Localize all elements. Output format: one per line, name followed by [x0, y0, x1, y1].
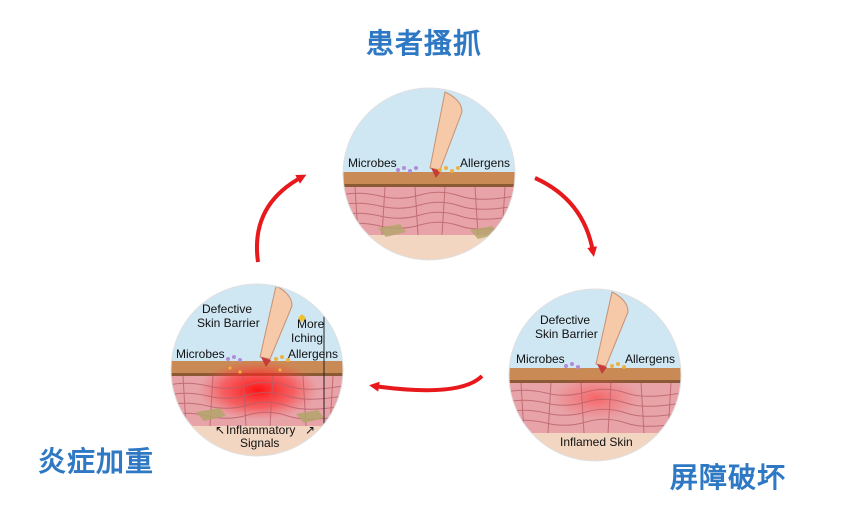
- label-inflammatory-signals-2: Signals: [240, 436, 279, 450]
- label-defective-left-2: Skin Barrier: [197, 316, 260, 330]
- label-microbes-top: Microbes: [348, 156, 397, 170]
- label-allergens-top: Allergens: [460, 156, 510, 170]
- arrow-ne-icon: ↗: [305, 423, 315, 437]
- arrow-nw-icon: ↖: [215, 423, 225, 437]
- cycle-arrow-top-to-right: [534, 176, 598, 257]
- label-defective-left-1: Defective: [202, 302, 252, 316]
- skin-circle-inflammation: Defective Skin Barrier More Iching Micro…: [170, 283, 344, 457]
- label-inflammatory-signals-1: Inflammatory: [226, 423, 295, 437]
- stage-title-barrier-damage: 屏障破坏: [670, 461, 787, 494]
- stage-title-scratching: 患者搔抓: [366, 27, 483, 60]
- label-more-iching-2: Iching: [291, 331, 323, 345]
- skin-circle-barrier-damage: Defective Skin Barrier Microbes Allergen…: [508, 288, 682, 462]
- stage-title-inflammation-worse: 炎症加重: [38, 445, 155, 478]
- label-allergens-left: Allergens: [288, 347, 338, 361]
- label-microbes-right: Microbes: [516, 352, 565, 366]
- cycle-arrow-right-to-left: [369, 374, 484, 393]
- skin-circle-scratching: Microbes Allergens: [342, 87, 516, 261]
- label-more-iching-1: More: [297, 317, 325, 331]
- label-microbes-left: Microbes: [176, 347, 225, 361]
- label-defective-right-1: Defective: [540, 313, 590, 327]
- cycle-arrow-left-to-top: [255, 174, 307, 263]
- label-inflamed-skin: Inflamed Skin: [560, 435, 633, 449]
- label-defective-right-2: Skin Barrier: [535, 327, 598, 341]
- label-allergens-right: Allergens: [625, 352, 675, 366]
